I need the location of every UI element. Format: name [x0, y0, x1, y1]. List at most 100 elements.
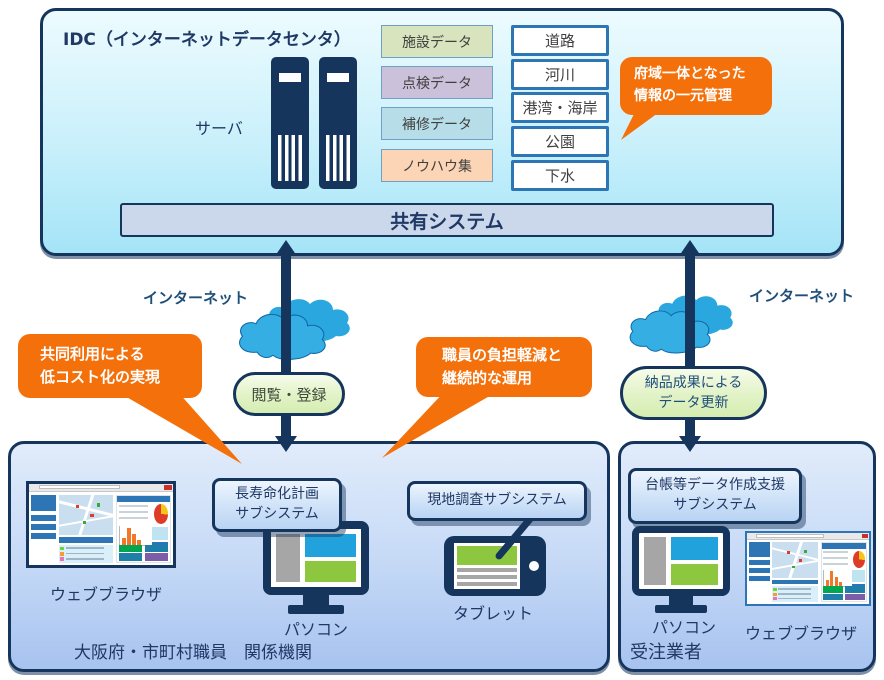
- web-browser-thumbnail-right: [745, 531, 871, 606]
- internet-label-right: インターネット: [749, 287, 855, 305]
- view-register-pill: 閲覧・登録: [233, 372, 345, 416]
- subsys-ledger-line2: サブシステム: [673, 497, 757, 513]
- caption-prefecture-staff: 大阪府・市町村職員 関係機関: [74, 643, 312, 663]
- dash-bar-chart: [118, 525, 148, 546]
- data-box-knowhow: ノウハウ集: [381, 149, 493, 182]
- tablet-icon: [444, 536, 546, 596]
- pc-base: [288, 605, 344, 614]
- pc-screen-gray-panel: [276, 533, 300, 583]
- callout-mid-line2: 継続的な運用: [442, 369, 533, 387]
- dash-purple-button: [145, 553, 169, 561]
- delivery-update-pill: 納品成果による データ更新: [620, 366, 767, 420]
- ledger-support-subsystem-box: 台帳等データ作成支援 サブシステム: [628, 468, 802, 524]
- server-vents: [326, 135, 350, 181]
- caption-contractor: 受注業者: [630, 642, 702, 663]
- dash-pie-chart: [852, 550, 865, 568]
- shared-system-label: 共有システム: [390, 210, 504, 233]
- dash-legend: [58, 544, 114, 563]
- server-tower-icon: [271, 57, 309, 189]
- data-box-inspection: 点検データ: [381, 66, 493, 99]
- arrow-right: [679, 240, 701, 452]
- dash-bar-chart: [823, 569, 848, 588]
- dash-legend: [772, 586, 819, 602]
- dash-green-button: [118, 545, 142, 553]
- dash-info-box: [851, 570, 865, 582]
- pc-label-right: パソコン: [652, 618, 717, 637]
- tablet-home-button: [529, 561, 539, 571]
- dash-map: [772, 542, 819, 578]
- subsys-ledger-line1: 台帳等データ作成支援: [645, 477, 785, 494]
- category-box-river: 河川: [511, 59, 609, 90]
- pc-screen-cyan-panel: [305, 533, 356, 558]
- dash-sidebar-button: [31, 514, 56, 522]
- idc-title: IDC（インターネットデータセンタ）: [63, 30, 351, 50]
- dash-sidebar-button: [31, 532, 56, 539]
- callout-mid-line1: 職員の負担軽減と: [442, 345, 563, 364]
- dash-sidebar: [31, 494, 56, 563]
- dash-sidebar-button: [748, 560, 770, 566]
- tablet-label: タブレット: [453, 604, 534, 623]
- dash-mini-table: [118, 504, 148, 524]
- delivery-line2: データ更新: [658, 395, 729, 411]
- tablet-screen: [454, 543, 520, 589]
- dash-panel-header: [117, 495, 170, 503]
- dash-teal-button: [145, 545, 169, 553]
- dash-map: [58, 494, 114, 536]
- browser-chrome: [29, 484, 173, 493]
- pc-screen-cyan-panel: [670, 537, 718, 561]
- server-vents: [278, 135, 302, 181]
- dash-sidebar-button: [748, 567, 770, 574]
- dash-mini-table: [823, 551, 848, 568]
- browser-chrome: [747, 533, 869, 541]
- category-box-park: 公園: [511, 126, 609, 157]
- dash-teal-button: [845, 586, 865, 593]
- dash-panel-header: [821, 543, 867, 549]
- browser-address-bar: [39, 485, 120, 490]
- dash-section-bar: [58, 537, 114, 543]
- dash-sidebar-button: [748, 575, 770, 581]
- callout-left-line1: 共同利用による: [40, 344, 145, 363]
- delivery-line1: 納品成果による: [644, 374, 743, 391]
- data-box-facility: 施設データ: [381, 25, 493, 58]
- dash-right-panel: [820, 542, 868, 602]
- dash-teal-button: [823, 593, 843, 601]
- browser-address-bar: [755, 534, 824, 538]
- data-box-repair: 補修データ: [381, 107, 493, 140]
- pc-screen-green-panel: [305, 560, 356, 583]
- dash-info-box: [152, 526, 169, 540]
- unified-management-bubble: 府域一体となった 情報の一元管理: [620, 57, 772, 115]
- view-register-label: 閲覧・登録: [251, 385, 327, 404]
- server-tower-icon: [319, 57, 357, 189]
- web-browser-thumbnail-left: [26, 481, 176, 568]
- internet-label-left: インターネット: [143, 289, 249, 307]
- pc-stand: [669, 595, 693, 606]
- category-box-harbor: 港湾・海岸: [511, 92, 609, 123]
- dash-purple-button: [845, 593, 865, 601]
- cloud-icon-right: [629, 295, 733, 354]
- dash-sidebar-button: [31, 523, 56, 530]
- bubble-line2: 情報の一元管理: [634, 88, 732, 104]
- cloud-icon-left: [239, 299, 350, 360]
- dash-pie-chart: [154, 504, 169, 524]
- dash-sidebar: [748, 542, 770, 602]
- field-survey-subsystem-box: 現地調査サブシステム: [407, 481, 587, 521]
- browser-close-icon: [861, 533, 869, 538]
- bubble-line1: 府域一体となった: [634, 66, 746, 83]
- browser-label-left: ウェブブラウザ: [50, 585, 163, 604]
- dash-section-bar: [772, 579, 819, 585]
- category-box-sewer: 下水: [511, 160, 609, 191]
- arrow-left: [275, 240, 297, 452]
- pc-base: [655, 605, 707, 613]
- server-slot: [327, 73, 349, 82]
- browser-close-icon: [164, 484, 173, 490]
- shared-system-bar: 共有システム: [120, 203, 774, 237]
- pc-screen-green-panel: [670, 563, 718, 585]
- dash-sidebar-header: [31, 494, 56, 511]
- pc-screen-gray-panel: [644, 537, 666, 585]
- dash-sidebar-header: [748, 542, 770, 557]
- pc-icon: [263, 521, 369, 595]
- server-label: サーバ: [195, 119, 243, 138]
- category-box-road: 道路: [511, 25, 609, 56]
- staff-burden-callout: 職員の負担軽減と 継続的な運用: [416, 337, 592, 397]
